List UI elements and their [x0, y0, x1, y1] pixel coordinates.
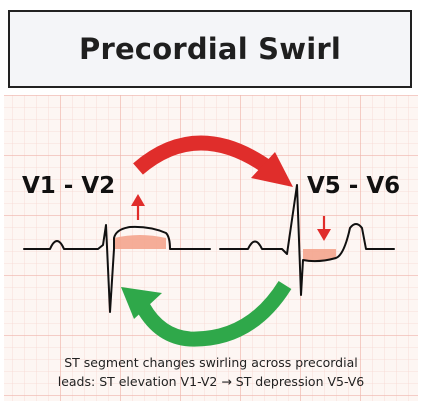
caption-line-1: ST segment changes swirling across preco…	[64, 355, 357, 370]
label-v5-v6: V5 - V6	[307, 173, 400, 199]
page-title: Precordial Swirl	[78, 32, 341, 66]
caption-line-2: leads: ST elevation V1-V2 → ST depressio…	[58, 374, 365, 389]
title-box: Precordial Swirl	[8, 10, 412, 88]
st-depression-highlight	[303, 249, 336, 261]
label-v1-v2: V1 - V2	[22, 173, 115, 199]
curved-arrow-right-red-icon	[133, 135, 293, 187]
ecg-trace-v5-v6	[219, 184, 395, 296]
st-elevation-arrow-icon	[131, 194, 145, 220]
ecg-trace-v1-v2	[23, 224, 211, 313]
ecg-diagram: V1 - V2 V5 - V6 ST segment changes swirl…	[0, 95, 422, 401]
st-elevation-highlight	[114, 235, 166, 249]
st-depression-arrow-icon	[317, 216, 331, 241]
curved-arrow-left-green-icon	[121, 280, 292, 347]
